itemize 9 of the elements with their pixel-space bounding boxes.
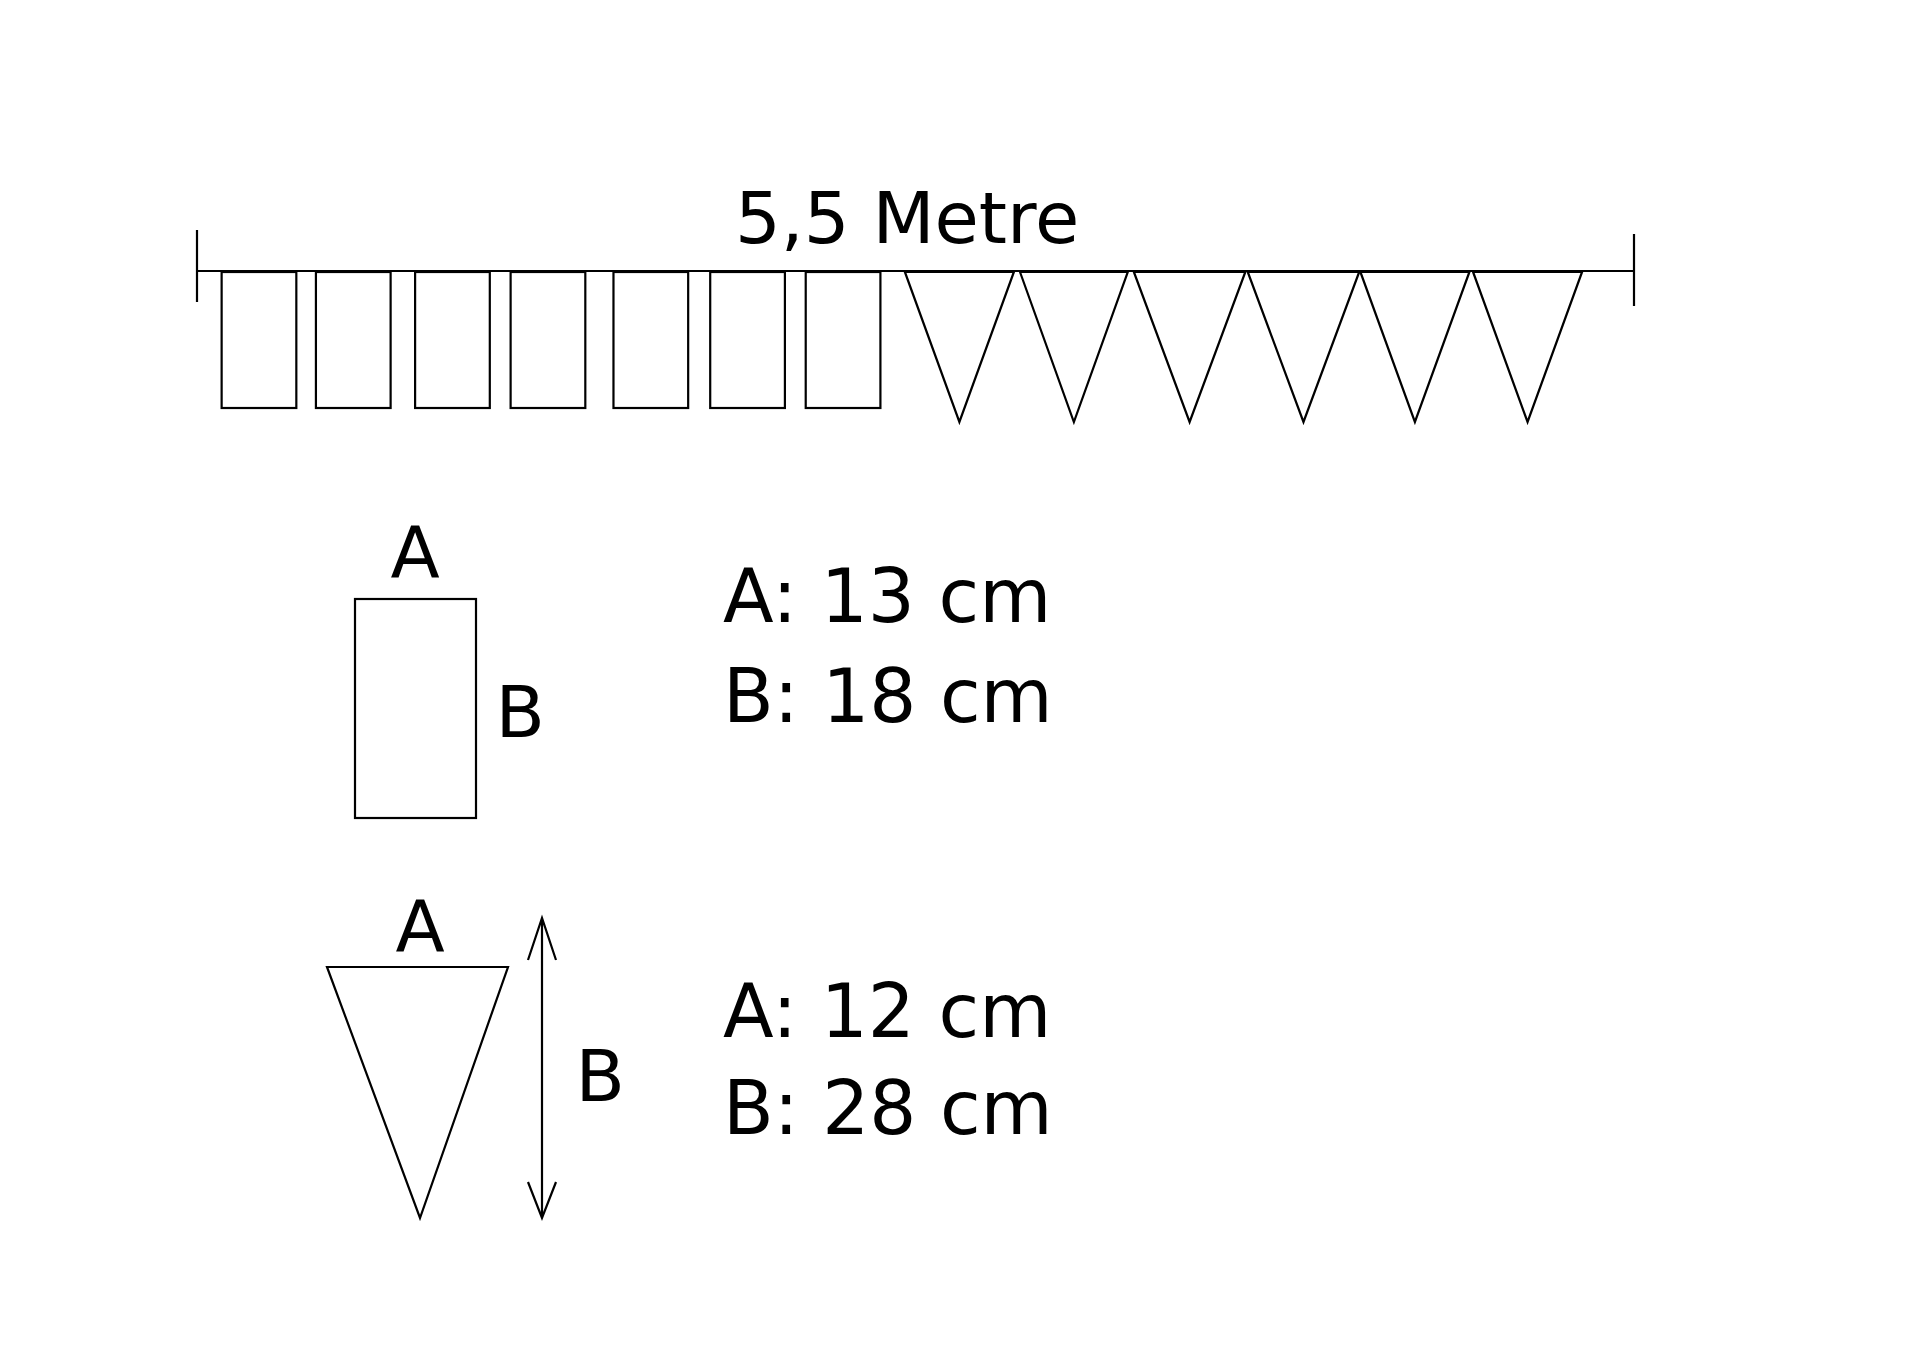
dimension-label: B: 28 cm [723,1071,1053,1145]
dimension-label: B: 18 cm [723,659,1053,733]
side-label: B [575,1040,625,1112]
dimension-label: 5,5 Metre [735,182,1080,254]
side-label: A [390,516,440,588]
side-label: A [395,890,445,962]
side-label: B [495,676,545,748]
dimension-label: A: 13 cm [723,559,1052,633]
dimension-label: A: 12 cm [723,974,1052,1048]
